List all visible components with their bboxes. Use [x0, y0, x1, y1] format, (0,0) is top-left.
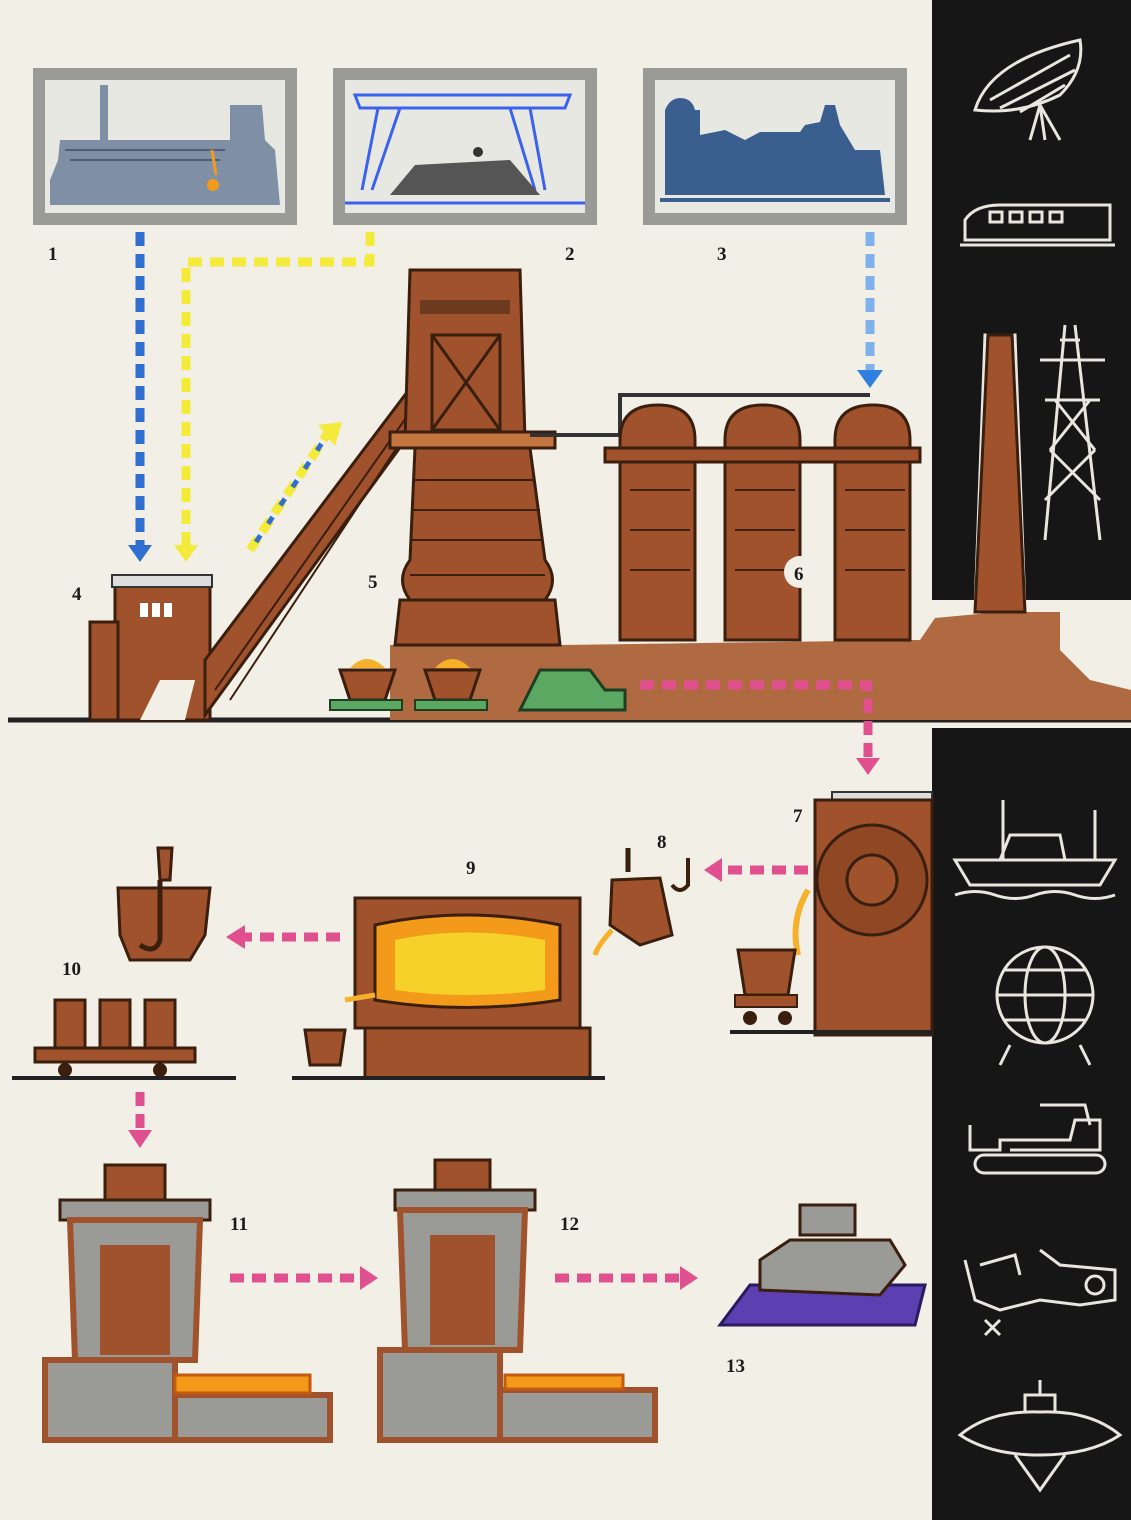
rolling-mill-2 [377, 1158, 658, 1443]
mixer [792, 791, 934, 1037]
hot-blast-stoves [603, 403, 922, 642]
machine-tool-icon [963, 1248, 1117, 1337]
ship-icon [952, 800, 1118, 900]
ladle-small [303, 1028, 347, 1067]
label-4: 4 [72, 584, 82, 605]
label-10: 10 [62, 959, 81, 980]
plant-chimney [973, 333, 1027, 614]
coke-arrow-head [174, 545, 198, 562]
roll-arrow-head-2 [680, 1266, 698, 1290]
pour-arrow-head [704, 858, 722, 882]
roll-arrow-head-1 [360, 1266, 378, 1290]
open-hearth-furnace [344, 896, 592, 1080]
sidebar-top [932, 0, 1131, 600]
label-7: 7 [793, 806, 803, 827]
ladle-car-mixer [734, 948, 798, 1025]
tractor-icon [968, 1103, 1107, 1175]
globe-satellite-icon [995, 945, 1095, 1066]
ladle-cars [329, 659, 627, 712]
hot-metal-arrow-1 [640, 680, 873, 760]
blast-furnace [388, 268, 870, 647]
ingot-molds-car [33, 998, 197, 1077]
rolling-mill-1 [42, 1163, 333, 1443]
label-13: 13 [726, 1356, 745, 1377]
label-6-bg [784, 556, 816, 588]
ingot-arrow-head [128, 1130, 152, 1148]
skip-house [88, 574, 213, 722]
power-pylon-icon [1040, 324, 1105, 541]
frame-1-ore-mine [33, 68, 297, 225]
label-8: 8 [657, 832, 667, 853]
frame-2-coke-crane [333, 68, 597, 225]
label-11: 11 [230, 1214, 248, 1235]
label-2: 2 [565, 244, 575, 265]
hot-metal-head-1 [856, 758, 880, 775]
skip-incline [203, 370, 422, 720]
crane-ladle [592, 848, 690, 956]
frame-3-coke-plant [643, 68, 907, 225]
coke-flow-arrow [181, 232, 375, 545]
ore-arrow-head [128, 545, 152, 562]
label-5: 5 [368, 572, 378, 593]
ingot-crane [116, 846, 212, 962]
icebreaker-icon [957, 1380, 1123, 1493]
label-9: 9 [466, 858, 476, 879]
label-3: 3 [717, 244, 727, 265]
steel-arrow-head [226, 925, 245, 949]
rolled-products [717, 1203, 927, 1327]
label-1: 1 [48, 244, 58, 265]
charge-arrow-head [318, 422, 342, 446]
label-6: 6 [794, 564, 804, 585]
gas-arrow-head [857, 370, 883, 388]
radio-telescope-icon [973, 38, 1083, 141]
train-icon [960, 203, 1115, 247]
label-12: 12 [560, 1214, 579, 1235]
